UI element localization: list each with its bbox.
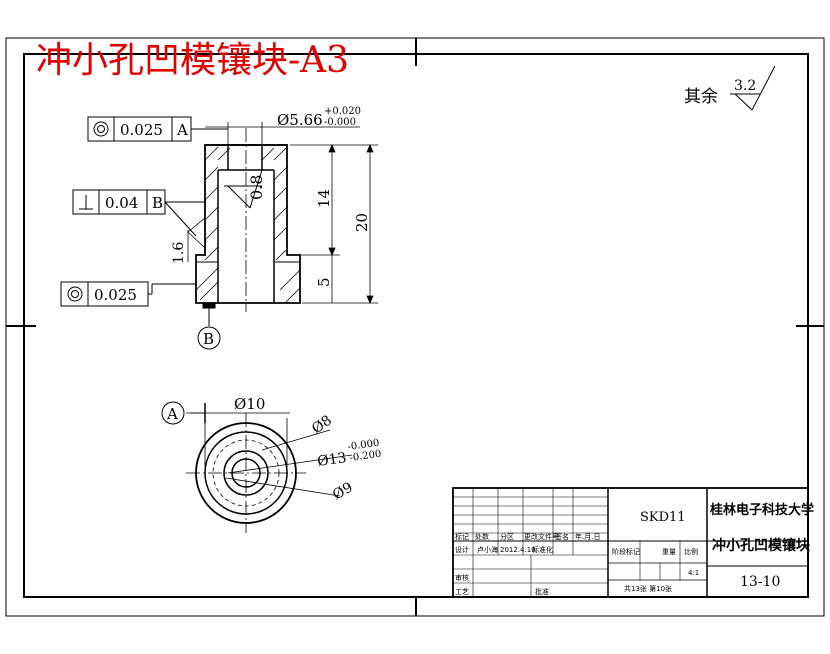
- dia-13-upper: -0.000: [347, 438, 380, 453]
- design-date: 2012.4.10: [500, 546, 536, 554]
- datum-b-label: B: [203, 330, 214, 348]
- centering-marks: [6, 38, 824, 616]
- label-zone: 分区: [500, 532, 514, 541]
- part-name-text: 冲小孔凹模镶块: [712, 537, 811, 554]
- top-dia-dim-lines: [205, 122, 360, 145]
- fcf-coaxial-top: [87, 116, 228, 142]
- label-date: 年.月.日: [575, 532, 600, 541]
- side-roughness-value: 1.6: [171, 242, 187, 264]
- label-ratio: 比例: [684, 547, 698, 556]
- top-view-dim-lines: [186, 403, 353, 497]
- chamfer-dim: 0.8: [247, 175, 266, 200]
- datum-b-symbol: [197, 302, 221, 350]
- top-dia-lower: -0.000: [324, 117, 356, 128]
- fcf-bottom-value: 0.025: [94, 286, 137, 304]
- dia-13-lower: -0.200: [349, 449, 382, 464]
- top-view: [186, 413, 306, 533]
- drawing-no-text: 13-10: [740, 574, 780, 590]
- fcf-top-datum: A: [176, 121, 188, 139]
- label-std: 标准化: [532, 545, 553, 554]
- top-dia-dim: Ø5.66: [277, 111, 323, 129]
- dia-13-dim: Ø13: [316, 450, 347, 470]
- material-text: SKD11: [640, 510, 686, 525]
- label-review: 审核: [455, 573, 469, 582]
- label-mark: 标记: [455, 532, 469, 541]
- label-count: 处数: [475, 532, 489, 541]
- fcf-perp-datum: B: [152, 194, 163, 212]
- label-weight: 重量: [662, 548, 676, 556]
- fcf-top-value: 0.025: [120, 121, 163, 139]
- fcf-perp-value: 0.04: [105, 194, 138, 212]
- height-dim-lines: [290, 143, 378, 305]
- title-block-labels: 标记 处数 分区 更改文件号 签名 年.月.日 设计 卢小海 2012.4.10…: [455, 532, 699, 596]
- label-sign: 签名: [555, 532, 569, 541]
- top-dia-upper: +0.020: [324, 106, 361, 117]
- hatch-left: [195, 146, 219, 301]
- label-stage: 阶段标记: [612, 547, 640, 556]
- sheet-info: 共13张 第10张: [624, 584, 672, 593]
- roughness-symbol: [730, 65, 776, 111]
- dia-10-dim: Ø10: [234, 395, 265, 413]
- university-text: 桂林电子科技大学: [709, 502, 814, 518]
- hatch-right: [273, 146, 301, 303]
- height-14-dim: 14: [315, 189, 333, 208]
- dia-9-dim: Ø9: [330, 479, 356, 503]
- label-process: 工艺: [455, 588, 469, 596]
- title-block: [452, 487, 809, 598]
- roughness-label: 其余: [684, 87, 718, 107]
- datum-a-circle: [161, 401, 185, 425]
- height-5-dim: 5: [315, 277, 333, 287]
- datum-a-label: A: [166, 405, 178, 423]
- label-design: 设计: [455, 545, 469, 554]
- fcf-coaxial-bottom: [60, 281, 196, 307]
- dia-8-dim: Ø8: [309, 412, 335, 437]
- label-docno: 更改文件号: [524, 532, 559, 541]
- fcf-perpendicular: [72, 189, 205, 237]
- drawing-title: 冲小孔凹模镶块-A3: [36, 40, 349, 81]
- section-view: [195, 128, 301, 312]
- roughness-value: 3.2: [734, 78, 756, 94]
- designer-name: 卢小海: [477, 545, 498, 554]
- height-20-dim: 20: [353, 213, 371, 232]
- scale-text: 4:1: [688, 569, 699, 577]
- label-approve: 批准: [535, 587, 549, 596]
